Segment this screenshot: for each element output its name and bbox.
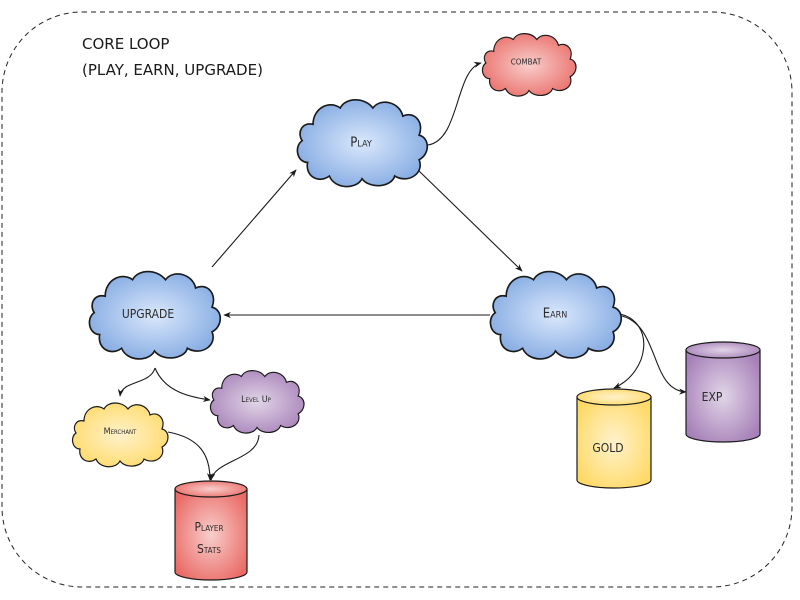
node-earn[interactable]: Earn bbox=[489, 270, 623, 360]
core-loop-container bbox=[1, 11, 793, 588]
node-player-stats-label-line1: Player bbox=[195, 520, 224, 534]
node-level-up[interactable]: Level Up bbox=[209, 369, 305, 434]
node-gold[interactable]: GOLD bbox=[576, 388, 652, 489]
node-exp-label: EXP bbox=[702, 390, 723, 404]
diagram-title-line1: CORE LOOP bbox=[82, 35, 169, 53]
node-earn-label: Earn bbox=[543, 307, 568, 322]
edge-play-to-earn bbox=[417, 169, 523, 272]
node-upgrade[interactable]: UPGRADE bbox=[88, 270, 222, 360]
node-combat-label: COMBAT bbox=[511, 58, 542, 67]
node-merchant-label: Merchant bbox=[104, 427, 137, 437]
node-exp[interactable]: EXP bbox=[685, 341, 761, 443]
edge-play-to-combat bbox=[427, 61, 482, 146]
diagram-title-line2: (PLAY, EARN, UPGRADE) bbox=[82, 61, 263, 79]
node-merchant[interactable]: Merchant bbox=[71, 402, 169, 468]
node-player-stats-label-line2: Stats bbox=[197, 542, 221, 556]
edge-levelup-to-stats bbox=[209, 434, 260, 481]
edge-upgrade-to-play bbox=[211, 169, 297, 268]
node-upgrade-label: UPGRADE bbox=[122, 307, 174, 321]
edge-earn-to-gold bbox=[613, 313, 645, 389]
edge-merchant-to-stats bbox=[167, 431, 214, 481]
edge-upgrade-to-merchant bbox=[117, 367, 156, 397]
node-player-stats[interactable]: Player Stats bbox=[174, 480, 248, 581]
edge-upgrade-to-levelup bbox=[154, 367, 211, 403]
node-gold-label: GOLD bbox=[592, 441, 623, 455]
node-play[interactable]: Play bbox=[296, 98, 429, 188]
edges bbox=[117, 61, 687, 481]
edge-earn-to-exp bbox=[621, 315, 687, 395]
node-level-up-label: Level Up bbox=[241, 395, 272, 405]
node-play-label: Play bbox=[350, 136, 372, 151]
node-combat[interactable]: COMBAT bbox=[481, 33, 577, 97]
